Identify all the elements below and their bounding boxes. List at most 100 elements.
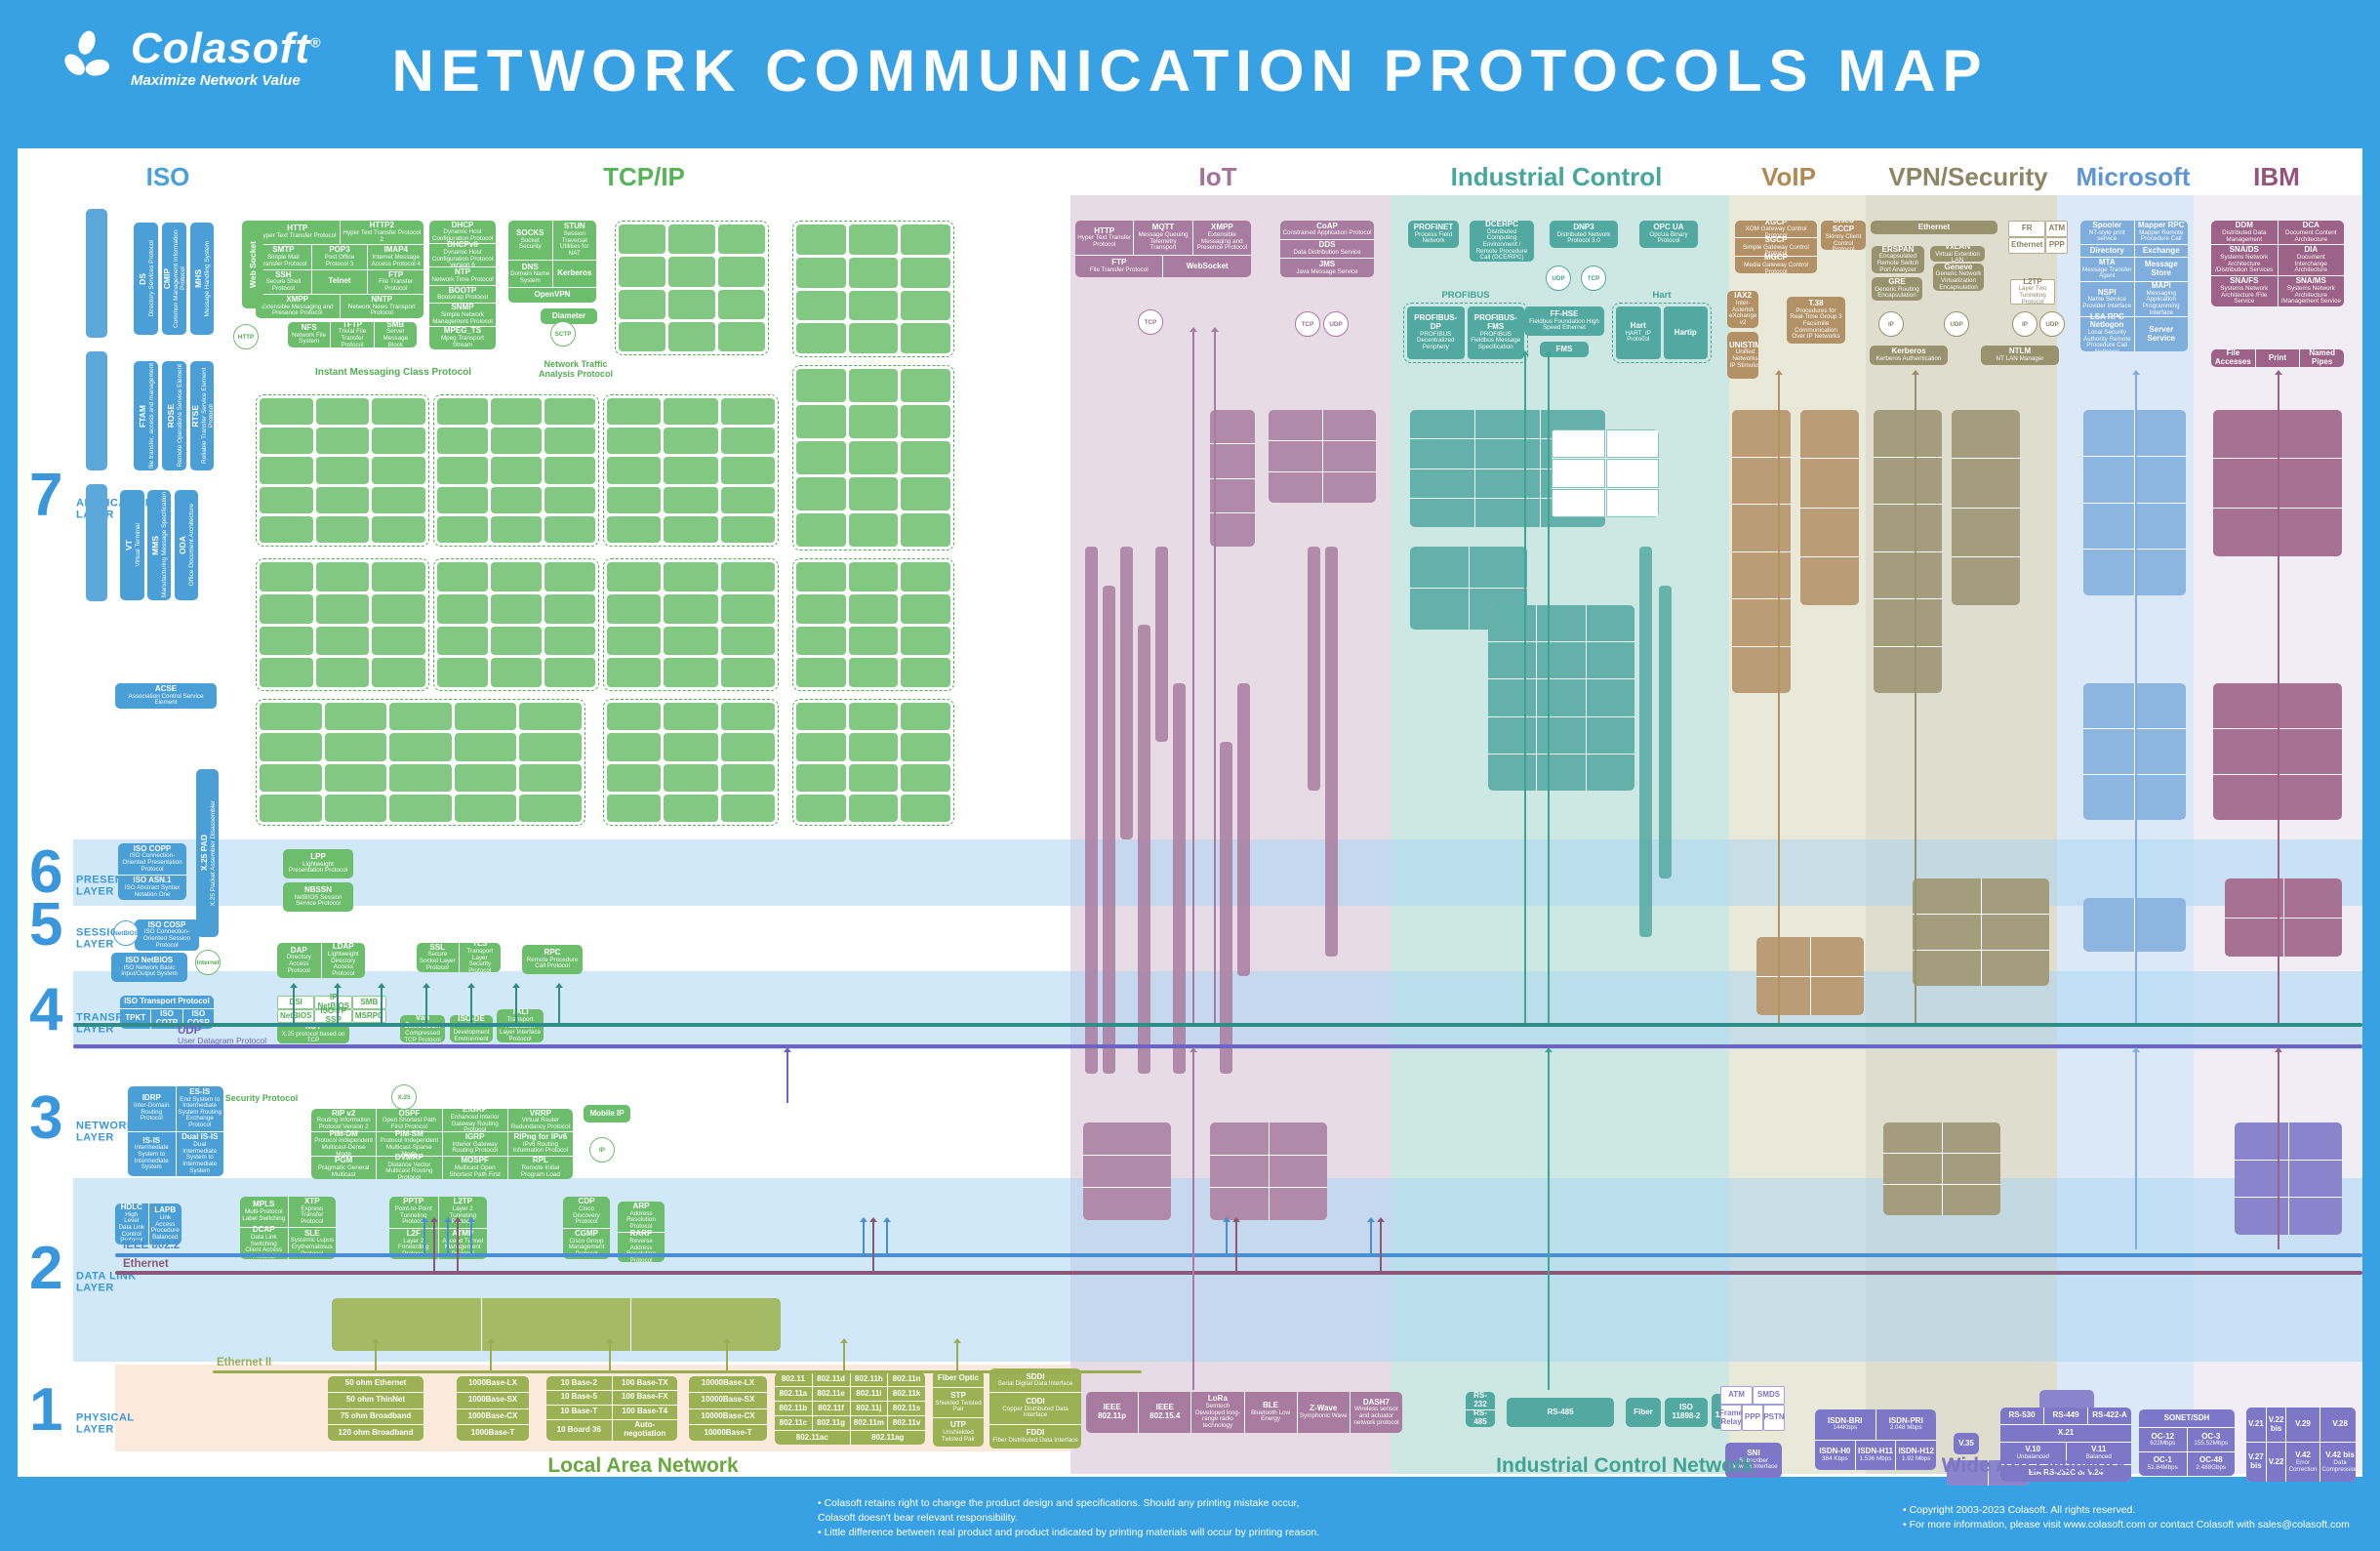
layer-number-6: 6 (29, 838, 63, 906)
ghost-cell (848, 703, 899, 731)
ghost-cell (901, 441, 950, 474)
ghost-cell (1410, 498, 1474, 527)
ghost-cell (1952, 508, 2020, 556)
ghost-cell (796, 763, 846, 792)
ghost-cell (315, 562, 370, 592)
protocol-cmip: CMIP (162, 267, 172, 290)
connector-arrow-11 (883, 1217, 891, 1255)
registered-mark: ® (310, 34, 322, 51)
ghost-cell (519, 733, 582, 761)
network-label-local-area-network: Local Area Network (547, 1454, 739, 1477)
ghost-cell (2235, 1198, 2288, 1235)
ghost-cell (2135, 898, 2186, 952)
node-ip-5: IP (589, 1137, 615, 1163)
ghost-group-14 (1269, 410, 1376, 503)
connector-arrow-34 (1190, 1047, 1197, 1390)
ethernet2-line (213, 1370, 1142, 1373)
ieee-8022-line (115, 1253, 2362, 1257)
layer-label-physical: PHYSICAL (76, 1411, 135, 1424)
ghost-cell (315, 428, 370, 455)
ghost-cell (372, 515, 425, 543)
poster-title: NETWORK COMMUNICATION PROTOCOLS MAP (391, 38, 1989, 103)
ghost-cell (664, 486, 718, 513)
ghost-cell (437, 457, 488, 484)
protocol-sub-rtse: Reliable Transfer Service Element Protoc… (200, 367, 215, 465)
connector-arrow-18 (1377, 1217, 1385, 1273)
layer-label2-data-link: LAYER (76, 1282, 114, 1294)
protocol-100-base-tx: 100 Base-TX (612, 1376, 677, 1390)
layer-number-7: 7 (29, 462, 63, 529)
ghost-cell (260, 486, 313, 513)
ghost-cell (718, 321, 765, 351)
network-label-industrial-control-network: Industrial Control Network (1496, 1454, 1754, 1477)
connector-arrow-2 (378, 983, 385, 1025)
ghost-cell (1083, 1155, 1171, 1188)
ghost-cell (796, 369, 846, 402)
node-ip-13: IP (2012, 311, 2037, 337)
ghost-cell (1537, 679, 1586, 716)
ghost-cell (1800, 556, 1859, 605)
ghost-cell (901, 224, 950, 255)
ghost-cell (1269, 1122, 1327, 1155)
footer-notes-right: • Copyright 2003-2023 Colasoft. All righ… (1903, 1503, 2350, 1532)
ghost-cell (1410, 469, 1474, 498)
ghost-cell (1874, 505, 1942, 551)
ghost-cell (1947, 1460, 1988, 1486)
ghost-cell (607, 398, 662, 426)
protocol-120-ohm-broadband: 120 ohm Broadband (328, 1425, 424, 1441)
ghost-cell (1981, 878, 2049, 914)
ghost-cell (607, 486, 662, 513)
group-common-udp-protocols: Common UDP ProtocolsDHCPDynamic Host Con… (429, 221, 496, 349)
ghost-cell (315, 658, 370, 687)
ghost-group-28 (1883, 1122, 2000, 1215)
protocol-telnet: Telnet (311, 269, 368, 294)
connector-arrow-5 (512, 983, 520, 1025)
ghost-cell (796, 477, 846, 510)
protocol-50-ohm-ethernet: 50 ohm Ethernet (328, 1376, 424, 1392)
protocol-mobile-ip: Mobile IP (584, 1105, 630, 1122)
protocol-802-11: 802.11 (775, 1372, 812, 1386)
footer-note-line: • Colasoft retains right to change the p… (818, 1497, 1300, 1509)
ghost-group-29 (2083, 410, 2186, 595)
ghost-cell (1469, 547, 1527, 588)
ghost-cell (1732, 457, 1791, 504)
ghost-group-5 (433, 558, 599, 691)
protocol-smb: SMB (351, 996, 386, 1009)
ghost-cell (2135, 456, 2186, 503)
ghost-cell (2235, 1122, 2288, 1160)
ghost-cell (607, 703, 662, 731)
ghost-cell (454, 703, 517, 731)
ghost-cell (607, 658, 662, 687)
ghost-cell (1913, 915, 1981, 950)
